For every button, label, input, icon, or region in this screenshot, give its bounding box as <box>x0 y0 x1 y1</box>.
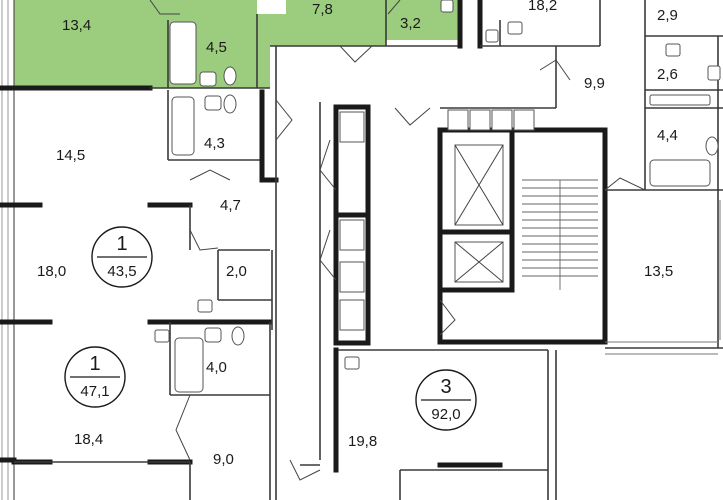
sink-icon <box>707 65 721 81</box>
bathtub-icon <box>171 96 195 156</box>
toilet-icon <box>223 66 237 86</box>
sink-icon <box>485 29 499 43</box>
sink-icon <box>665 43 681 57</box>
closets <box>339 109 535 331</box>
toilet-icon <box>705 136 719 156</box>
room-area: 18,2 <box>528 0 557 14</box>
walls <box>11 0 723 500</box>
apartment-area: 92,0 <box>431 406 460 423</box>
sink-icon <box>154 329 170 343</box>
room-area: 4,5 <box>206 39 227 56</box>
room-area: 9,0 <box>213 451 234 468</box>
sink-icon <box>204 95 222 111</box>
sink-icon <box>199 71 217 87</box>
room-area: 2,6 <box>657 66 678 83</box>
windows <box>605 200 721 355</box>
apartment-badge[interactable]: 1 47,1 <box>64 346 126 408</box>
sink-icon <box>197 299 213 313</box>
highlighted-apartment[interactable] <box>14 0 460 88</box>
bathtub-icon <box>649 159 711 187</box>
facade-left <box>0 0 17 500</box>
staircase <box>522 179 598 290</box>
apartment-rooms: 3 <box>440 376 451 398</box>
room-area: 4,0 <box>206 359 227 376</box>
apartment-rooms: 1 <box>89 353 100 375</box>
sink-icon <box>507 21 523 35</box>
room-area: 14,5 <box>56 147 85 164</box>
room-area: 4,4 <box>657 127 678 144</box>
room-area: 4,7 <box>220 197 241 214</box>
room-area: 4,3 <box>204 135 225 152</box>
room-area: 18,0 <box>37 263 66 280</box>
sink-icon <box>344 356 360 370</box>
room-area: 18,4 <box>74 431 103 448</box>
room-area: 13,5 <box>644 263 673 280</box>
apartment-area: 43,5 <box>107 263 136 280</box>
bathtub-icon <box>649 94 711 106</box>
room-area: 3,2 <box>400 15 421 32</box>
bath-fixtures <box>154 0 721 393</box>
bathtub-icon <box>169 21 197 85</box>
room-area: 2,0 <box>226 263 247 280</box>
room-area-labels: 13,4 7,8 4,5 3,2 18,2 2,9 2,6 9,9 4,4 14… <box>37 0 678 468</box>
apartment-area: 47,1 <box>80 383 109 400</box>
apartment-rooms: 1 <box>116 233 127 255</box>
room-area: 2,9 <box>657 7 678 24</box>
room-area: 7,8 <box>312 1 333 18</box>
sink-icon <box>440 0 454 13</box>
elevator-shafts <box>454 144 504 283</box>
toilet-icon <box>223 94 237 114</box>
sink-icon <box>204 327 222 343</box>
room-area: 19,8 <box>348 433 377 450</box>
doors <box>149 0 646 481</box>
room-area: 13,4 <box>62 17 91 34</box>
apartment-badge[interactable]: 3 92,0 <box>415 369 477 431</box>
bathtub-icon <box>174 337 204 393</box>
room-area: 9,9 <box>584 75 605 92</box>
apartment-badge[interactable]: 1 43,5 <box>91 226 153 288</box>
toilet-icon <box>231 326 245 346</box>
